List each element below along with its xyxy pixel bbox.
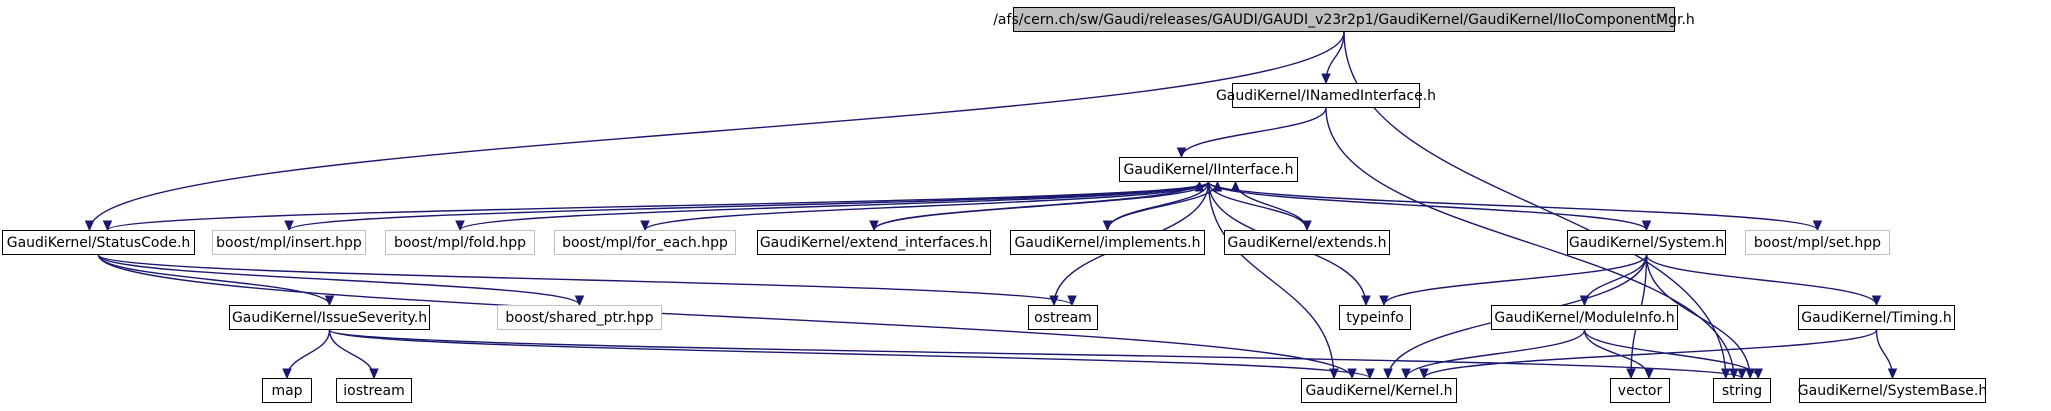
arrowhead-impl-to-iface bbox=[1212, 180, 1223, 192]
node-boost-mpl-insert-hpp[interactable]: boost/mpl/insert.hpp bbox=[212, 230, 366, 255]
node-systembase-h[interactable]: GaudiKernel/SystemBase.h bbox=[1798, 378, 1987, 403]
node-map[interactable]: map bbox=[262, 378, 312, 403]
edge-extif-to-iface bbox=[873, 181, 1201, 231]
edge-moduleinfo-to-kernel bbox=[1405, 329, 1586, 379]
edge-iface-to-kernel bbox=[1207, 181, 1335, 379]
edge-status-to-ostream bbox=[97, 254, 1073, 306]
arrowhead-iface-to-fold bbox=[455, 220, 465, 232]
edge-system-to-timing bbox=[1645, 254, 1878, 306]
arrowhead-system-to-vector bbox=[1626, 368, 1636, 380]
arrowhead-moduleinfo-to-vector bbox=[1644, 368, 1654, 380]
arrowhead-iface-to-status bbox=[102, 220, 113, 232]
node-boost-mpl-fold-hpp[interactable]: boost/mpl/fold.hpp bbox=[385, 230, 535, 255]
edge-issue-to-map bbox=[286, 329, 331, 379]
edge-inamed-to-iface bbox=[1180, 107, 1327, 158]
arrowhead-system-to-kernel bbox=[1383, 368, 1393, 380]
arrowhead-system-to-timing bbox=[1871, 295, 1882, 307]
node-extends-h[interactable]: GaudiKernel/extends.h bbox=[1224, 230, 1390, 255]
arrowhead-system-to-moduleinfo bbox=[1579, 295, 1590, 307]
arrowhead-status-to-ostream bbox=[1067, 295, 1077, 307]
node-system-h[interactable]: GaudiKernel/System.h bbox=[1567, 230, 1726, 255]
arrowhead-issue-to-iostream bbox=[369, 368, 379, 380]
edge-iface-to-system bbox=[1207, 181, 1648, 231]
edge-status-to-sharedptr bbox=[97, 254, 581, 306]
node-typeinfo[interactable]: typeinfo bbox=[1339, 305, 1411, 330]
node-inamedinterface-h[interactable]: GaudiKernel/INamedInterface.h bbox=[1216, 83, 1436, 108]
edge-iface-to-status bbox=[106, 181, 1210, 231]
node-statuscode-h[interactable]: GaudiKernel/StatusCode.h bbox=[2, 230, 195, 255]
node-iiocomponentmgr-h[interactable]: /afs/cern.ch/sw/Gaudi/releases/GAUDI/GAU… bbox=[993, 7, 1695, 32]
arrowhead-extends-to-iface bbox=[1230, 180, 1241, 192]
node-boost-mpl-set-hpp[interactable]: boost/mpl/set.hpp bbox=[1745, 230, 1890, 255]
arrowhead-status-to-issue bbox=[324, 295, 335, 307]
arrowhead-inamed-to-iface bbox=[1176, 147, 1187, 159]
arrowhead-moduleinfo-to-kernel bbox=[1401, 368, 1411, 380]
arrowhead-iface-to-ostream bbox=[1049, 295, 1059, 307]
arrowhead-iface-to-insert bbox=[284, 220, 294, 232]
arrowhead-moduleinfo-to-string bbox=[1753, 368, 1764, 380]
edge-extends-to-iface bbox=[1234, 181, 1308, 231]
arrowhead-timing-to-sysbase bbox=[1887, 368, 1898, 380]
arrowhead-iface-to-mplset bbox=[1812, 220, 1823, 232]
arrowhead-extif-to-iface bbox=[1194, 180, 1205, 192]
arrowhead-iface-to-foreach bbox=[640, 220, 650, 232]
edge-inamed-to-string bbox=[1325, 107, 1735, 379]
edge-system-to-string bbox=[1645, 254, 1751, 379]
node-boost-shared-ptr-hpp[interactable]: boost/shared_ptr.hpp bbox=[497, 305, 662, 330]
arrowhead-iface-to-extif bbox=[869, 220, 879, 232]
arrowhead-root-to-inamed bbox=[1321, 73, 1331, 85]
node-vector[interactable]: vector bbox=[1610, 378, 1670, 403]
node-timing-h[interactable]: GaudiKernel/Timing.h bbox=[1798, 305, 1955, 330]
edge-timing-to-kernel bbox=[1423, 329, 1878, 379]
edge-iface-to-impl bbox=[1106, 181, 1210, 231]
node-boost-mpl-for-each-hpp[interactable]: boost/mpl/for_each.hpp bbox=[554, 230, 736, 255]
edge-iface-to-mplset bbox=[1207, 181, 1819, 231]
node-kernel-h[interactable]: GaudiKernel/Kernel.h bbox=[1301, 378, 1457, 403]
node-extend-interfaces-h[interactable]: GaudiKernel/extend_interfaces.h bbox=[757, 230, 991, 255]
node-issueseverity-h[interactable]: GaudiKernel/IssueSeverity.h bbox=[229, 305, 430, 330]
edge-status-to-kernel bbox=[97, 254, 1353, 379]
node-moduleinfo-h[interactable]: GaudiKernel/ModuleInfo.h bbox=[1491, 305, 1678, 330]
node-iostream[interactable]: iostream bbox=[336, 378, 412, 403]
edge-impl-to-iface bbox=[1106, 181, 1219, 231]
arrowhead-status-to-sharedptr bbox=[574, 295, 585, 307]
arrowhead-inamed-to-string bbox=[1729, 368, 1739, 380]
arrowhead-issue-to-string bbox=[1737, 368, 1747, 380]
edge-status-to-issue bbox=[97, 254, 331, 306]
arrowhead-iface-to-system bbox=[1641, 220, 1652, 232]
edge-issue-to-kernel bbox=[328, 329, 1371, 379]
arrowhead-iface-to-typeinfo bbox=[1361, 295, 1371, 307]
arrowhead-issue-to-map bbox=[282, 368, 292, 380]
edge-root-to-status bbox=[88, 31, 1345, 231]
arrowhead-system-to-typeinfo bbox=[1379, 295, 1389, 307]
edge-issue-to-string bbox=[328, 329, 1743, 379]
node-ostream[interactable]: ostream bbox=[1028, 305, 1098, 330]
node-implements-h[interactable]: GaudiKernel/implements.h bbox=[1010, 230, 1205, 255]
node-iinterface-h[interactable]: GaudiKernel/IInterface.h bbox=[1119, 157, 1298, 182]
edge-moduleinfo-to-string bbox=[1583, 329, 1759, 379]
edge-system-to-typeinfo bbox=[1383, 254, 1648, 306]
arrowhead-root-to-status bbox=[84, 220, 95, 232]
edge-iface-to-insert bbox=[288, 181, 1210, 231]
arrowhead-timing-to-kernel bbox=[1419, 368, 1429, 380]
edge-iface-to-fold bbox=[459, 181, 1210, 231]
edge-iface-to-foreach bbox=[644, 181, 1210, 231]
arrowhead-issue-to-kernel bbox=[1365, 368, 1375, 380]
node-string[interactable]: string bbox=[1713, 378, 1771, 403]
